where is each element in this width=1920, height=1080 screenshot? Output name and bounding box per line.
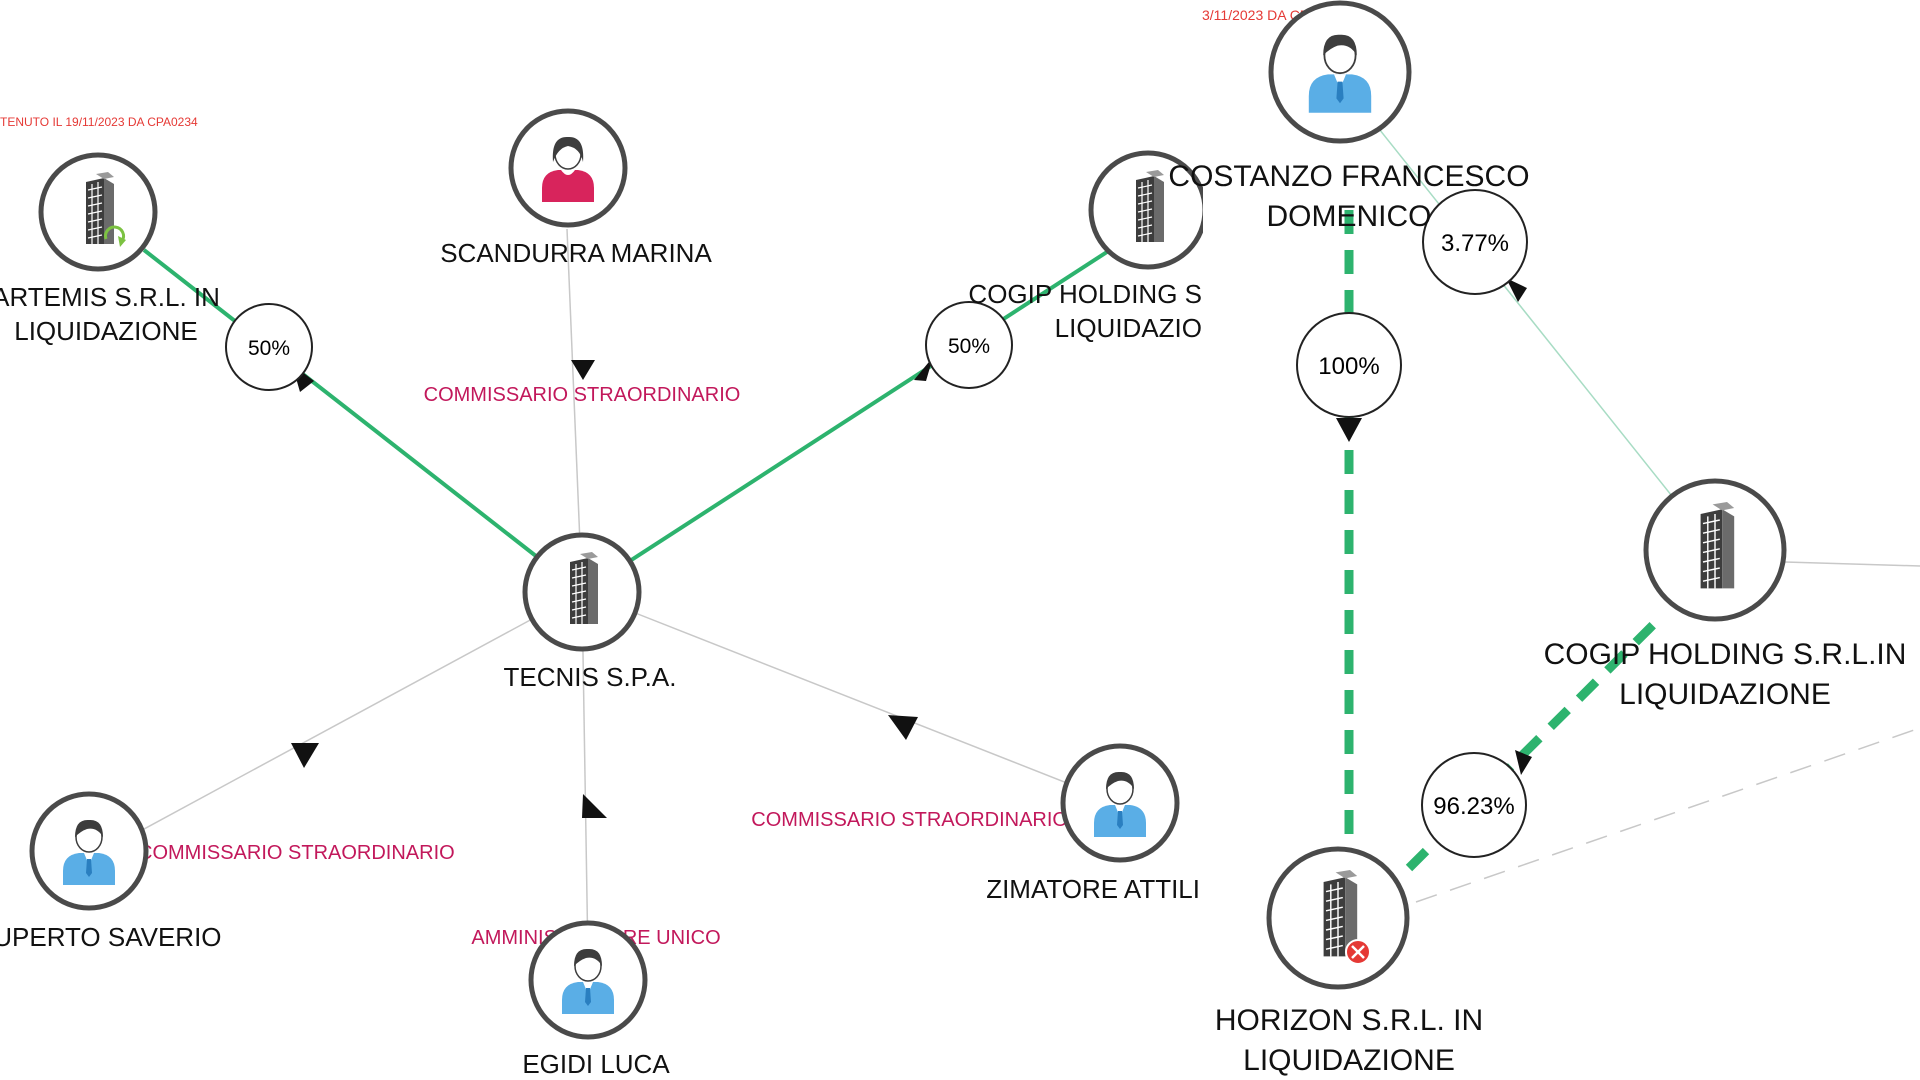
edge-costanzo-cogip-right[interactable] [1339, 79, 1716, 551]
node-horizon[interactable]: HORIZON S.R.L. IN LIQUIDAZIONE [1215, 846, 1483, 1077]
building-icon [1135, 169, 1165, 243]
node-name-line2: LIQUIDAZIONE [14, 316, 197, 346]
node-name-line1: COGIP HOLDING S.R.L.IN [1544, 638, 1907, 671]
edge-ruperto-tecnis[interactable] [119, 591, 583, 843]
panel-divider [1203, 0, 1211, 1080]
node-name: ZIMATORE ATTILI [986, 874, 1200, 904]
node-artemis[interactable]: ARTEMIS S.R.L. IN LIQUIDAZIONE [0, 152, 220, 346]
label-bubble-tecnis-cogip-left[interactable]: 50% [925, 301, 1013, 389]
node-name-line1: HORIZON S.R.L. IN [1215, 1004, 1483, 1037]
node-cogip-left[interactable]: COGIP HOLDING S LIQUIDAZIO [968, 150, 1208, 343]
ownership-share-label: 50% [248, 337, 290, 360]
node-name-line1: ARTEMIS S.R.L. IN [0, 282, 220, 312]
building-icon [85, 171, 115, 245]
building-icon [569, 551, 599, 625]
role-label-scandurra: COMMISSARIO STRAORDINARIO [424, 384, 741, 406]
node-name-line2: LIQUIDAZIO [1055, 313, 1202, 343]
node-costanzo[interactable]: COSTANZO FRANCESCO DOMENICO [1168, 0, 1530, 233]
node-egidi[interactable]: EGIDI LUCA [522, 920, 670, 1079]
edge-horizon-offscreen[interactable] [1415, 727, 1920, 903]
error-icon [1345, 939, 1371, 965]
role-label-zimatore: COMMISSARIO STRAORDINARIO [751, 809, 1068, 831]
node-name-line1: COSTANZO FRANCESCO [1168, 160, 1529, 193]
node-zimatore[interactable]: ZIMATORE ATTILI [986, 743, 1200, 904]
node-ruperto[interactable]: RUPERTO SAVERIO [0, 791, 222, 952]
edge-zimatore-tecnis[interactable] [581, 591, 1111, 801]
node-scandurra[interactable]: SCANDURRA MARINA [440, 108, 712, 268]
label-bubble-costanzo-cogip-right[interactable]: 3.77% [1422, 189, 1528, 295]
node-name-line1: COGIP HOLDING S [968, 279, 1202, 309]
node-name-line2: LIQUIDAZIONE [1243, 1044, 1455, 1077]
label-bubble-tecnis-artemis[interactable]: 50% [225, 303, 313, 391]
notice-text-left: TENUTO IL 19/11/2023 DA CPA0234 [0, 115, 198, 129]
node-name-line2: LIQUIDAZIONE [1619, 678, 1831, 711]
label-bubble-costanzo-horizon[interactable]: 100% [1296, 312, 1402, 418]
refresh-icon [104, 225, 126, 247]
node-tecnis[interactable]: TECNIS S.P.A. [504, 532, 677, 692]
ownership-share-label: 100% [1318, 353, 1379, 380]
role-label-ruperto: COMMISSARIO STRAORDINARIO [138, 842, 455, 864]
label-bubble-horizon-cogip-right[interactable]: 96.23% [1421, 752, 1527, 858]
node-name: SCANDURRA MARINA [440, 238, 712, 268]
node-cogip-right[interactable]: COGIP HOLDING S.R.L.IN LIQUIDAZIONE [1544, 478, 1907, 711]
ownership-share-label: 50% [948, 335, 990, 358]
ownership-share-label: 96.23% [1433, 793, 1514, 820]
node-name-line2: DOMENICO [1267, 200, 1432, 233]
edge-cogip-right-offscreen[interactable] [1784, 561, 1920, 567]
edge-egidi-tecnis[interactable] [581, 591, 607, 961]
node-name: EGIDI LUCA [522, 1049, 670, 1079]
ownership-share-label: 3.77% [1441, 230, 1509, 257]
edge-tecnis-cogip-left[interactable] [580, 248, 1112, 594]
edge-costanzo-horizon[interactable] [1336, 210, 1362, 850]
node-name: TECNIS S.P.A. [504, 662, 677, 692]
building-icon [1699, 501, 1735, 590]
node-name: RUPERTO SAVERIO [0, 922, 222, 952]
edge-scandurra-tecnis[interactable] [566, 228, 595, 593]
